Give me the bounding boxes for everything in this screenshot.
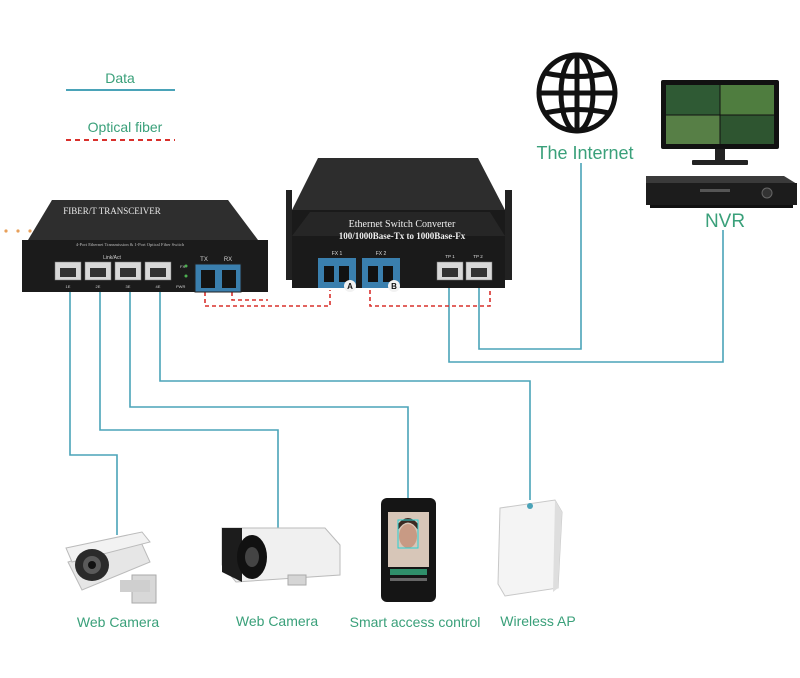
- link-port4-ap: [159, 290, 531, 500]
- link-port3-access: [129, 290, 409, 498]
- internet-label: The Internet: [536, 143, 634, 163]
- transceiver-subtitle: 4-Port Ethernet Transmission & 1-Port Op…: [76, 242, 185, 247]
- badge-b-text: B: [391, 282, 397, 291]
- link-port1-camera1: [69, 290, 118, 535]
- wireless-ap-label: Wireless AP: [500, 613, 576, 629]
- badge-a-text: A: [347, 282, 353, 291]
- fiber-tx-fx1: [204, 290, 331, 307]
- data-links: [69, 163, 724, 535]
- legend-fiber-label: Optical fiber: [87, 119, 163, 135]
- bullet-camera-icon: [221, 527, 341, 586]
- face-access-terminal-icon: [381, 498, 436, 602]
- nvr-label: NVR: [704, 211, 746, 232]
- fiber-links: [204, 290, 491, 307]
- fx-led-label: FX: [180, 264, 185, 269]
- port-label-3: 3E: [126, 284, 131, 289]
- badge-a: [344, 280, 356, 292]
- globe-icon: [536, 52, 618, 134]
- fiber-rx-fx2: [231, 290, 491, 307]
- rx-label: RX: [224, 257, 232, 263]
- camera2-label: Web Camera: [235, 613, 319, 629]
- continuation-dots: [4, 229, 32, 233]
- legend-data-label: Data: [105, 70, 135, 86]
- port-label-2: 2E: [96, 284, 101, 289]
- converter-subtitle: 100/1000Base-Tx to 1000Base-Fx: [339, 231, 466, 241]
- link-port2-camera2: [99, 290, 279, 532]
- link-tp2-internet: [478, 163, 582, 350]
- fiber-transceiver: FIBER/T TRANSCEIVER 4-Port Ethernet Tran…: [22, 200, 268, 293]
- link-act-label: Link/Act: [103, 255, 121, 261]
- wireless-ap-icon: [497, 499, 563, 597]
- port-label-1: 1E: [66, 284, 71, 289]
- monitor-icon: [661, 80, 779, 165]
- fx1-label: FX 1: [332, 251, 343, 257]
- pwr-led-label: PWR: [176, 284, 185, 289]
- transceiver-title: FIBER/T TRANSCEIVER: [63, 206, 160, 216]
- tp2-label: TP 2: [473, 254, 483, 259]
- switch-converter: Ethernet Switch Converter 100/1000Base-T…: [286, 158, 512, 292]
- access-control-label: Smart access control: [349, 614, 481, 630]
- tp1-label: TP 1: [445, 254, 455, 259]
- camera1-label: Web Camera: [76, 614, 160, 630]
- fx2-label: FX 2: [376, 251, 387, 257]
- port-label-4: 4E: [156, 284, 161, 289]
- nvr-recorder-icon: [646, 176, 797, 208]
- badge-b: [388, 280, 400, 292]
- link-tp1-nvr: [448, 230, 724, 363]
- converter-title: Ethernet Switch Converter: [349, 219, 456, 230]
- tx-label: TX: [200, 257, 208, 263]
- dome-camera-icon: [65, 531, 157, 604]
